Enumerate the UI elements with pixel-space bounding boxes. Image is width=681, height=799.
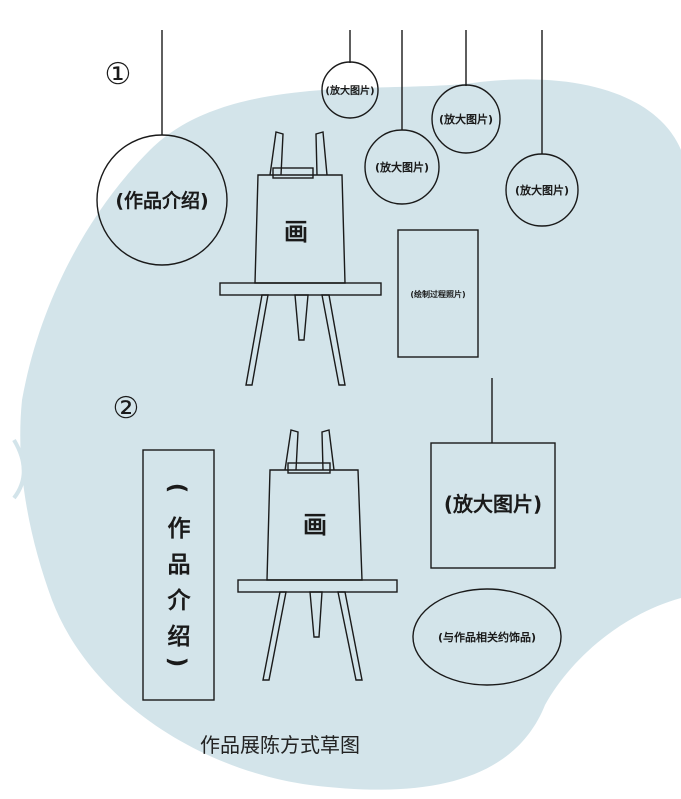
enlarged-square bbox=[430, 442, 556, 569]
intro-char: ) bbox=[164, 657, 190, 668]
process-photo-label: (绘制过程照片) bbox=[410, 289, 465, 299]
intro-char: 绍 bbox=[168, 623, 191, 650]
painting-label: 画 bbox=[284, 218, 308, 246]
intro-char: ( bbox=[164, 483, 190, 494]
intro-char: 作 bbox=[168, 516, 191, 542]
ornament-label: (与作品相关约饰品) bbox=[438, 630, 536, 644]
ornament-ellipse bbox=[412, 588, 562, 686]
enlarged-circle-2: (放大图片) bbox=[431, 30, 501, 154]
blob-edge-arc bbox=[12, 438, 26, 500]
intro-char: 介 bbox=[167, 588, 192, 614]
enlarged-label: (放大图片) bbox=[325, 84, 374, 97]
enlarged-circle-4: (放大图片) bbox=[505, 30, 579, 227]
enlarged-label: (放大图片) bbox=[375, 160, 429, 174]
process-photo-frame bbox=[397, 229, 479, 358]
intro-label: (作品介绍) bbox=[115, 189, 208, 212]
sketch-caption: 作品展陈方式草图 bbox=[200, 733, 360, 757]
intro-char: 品 bbox=[168, 552, 191, 578]
intro-circle bbox=[96, 134, 228, 266]
section1-marker: ① bbox=[105, 57, 132, 92]
painting-label: 画 bbox=[303, 511, 327, 539]
enlarged-square-label: (放大图片) bbox=[444, 492, 542, 516]
enlarged-label: (放大图片) bbox=[439, 112, 493, 126]
background-blob bbox=[20, 79, 681, 790]
enlarged-circle-1: (放大图片) bbox=[321, 30, 379, 119]
intro-vertical-panel bbox=[142, 449, 215, 701]
easel-1: 画 bbox=[219, 131, 382, 386]
enlarged-label: (放大图片) bbox=[515, 183, 569, 197]
enlarged-circle-3: (放大图片) bbox=[364, 30, 440, 205]
section2-marker: ② bbox=[113, 391, 140, 426]
intro-vertical-text: ( 作 品 介 绍 ) bbox=[164, 483, 192, 668]
easel-2: 画 bbox=[237, 429, 398, 681]
